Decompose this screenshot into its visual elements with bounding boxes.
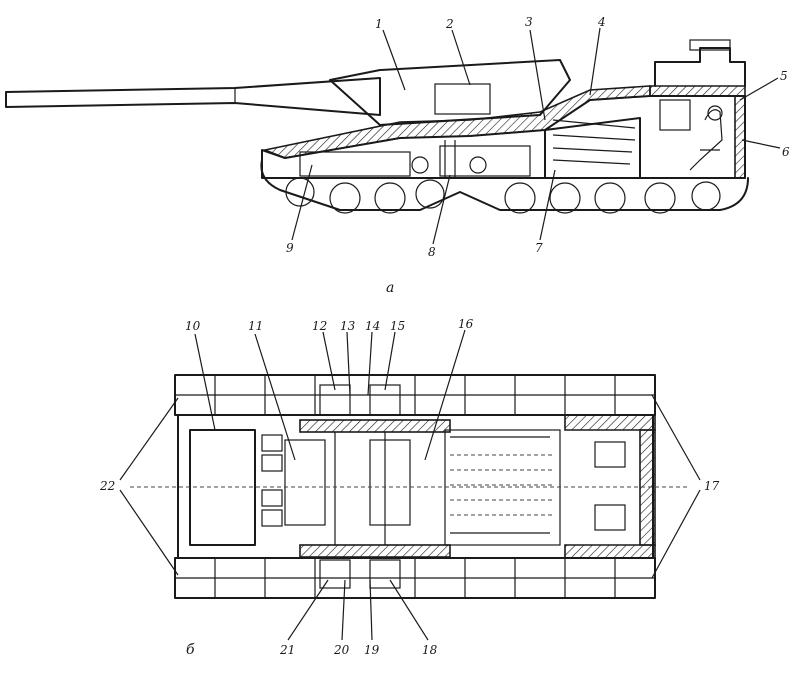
label-2: 2 <box>445 17 454 31</box>
label-16: 16 <box>458 317 474 331</box>
label-15: 15 <box>390 319 405 333</box>
side-track <box>260 159 749 211</box>
label-17: 17 <box>704 479 720 493</box>
gun-barrel <box>5 77 381 116</box>
top-view: 10 11 12 13 14 15 16 17 22 21 20 19 18 б <box>99 317 720 658</box>
caption-a: а <box>386 280 394 296</box>
label-13: 13 <box>340 319 356 333</box>
label-5: 5 <box>780 69 788 83</box>
label-6: 6 <box>782 145 790 159</box>
label-14: 14 <box>365 319 380 333</box>
ammunition-rack <box>544 117 641 179</box>
gun-mantlet <box>329 59 571 126</box>
top-leader-lines <box>119 329 701 641</box>
upper-track <box>174 374 656 416</box>
breech-block <box>434 83 491 115</box>
label-4: 4 <box>597 15 606 29</box>
crew-seat-1 <box>594 441 626 468</box>
label-9: 9 <box>286 241 294 255</box>
lower-track <box>174 557 656 599</box>
label-10: 10 <box>185 319 201 333</box>
drive-units <box>299 384 451 589</box>
road-wheels <box>285 177 721 214</box>
caption-b: б <box>186 642 195 658</box>
label-11: 11 <box>248 319 263 333</box>
crew-compartment <box>649 85 746 179</box>
label-19: 19 <box>364 643 380 657</box>
side-view: 1 2 3 4 5 6 7 8 9 а <box>5 15 790 296</box>
label-12: 12 <box>312 319 327 333</box>
side-leader-lines <box>291 27 781 245</box>
label-8: 8 <box>428 245 436 259</box>
label-3: 3 <box>525 15 533 29</box>
label-21: 21 <box>279 643 295 657</box>
engine-components <box>261 434 411 527</box>
commander-sight <box>654 47 746 87</box>
label-20: 20 <box>333 643 350 657</box>
label-22: 22 <box>99 479 115 493</box>
upper-hull-armor <box>262 85 651 159</box>
crew-seat-2 <box>594 504 626 531</box>
label-1: 1 <box>375 17 383 31</box>
label-18: 18 <box>422 643 438 657</box>
label-7: 7 <box>535 241 543 255</box>
engine-block-1 <box>299 151 411 177</box>
engine-block-2 <box>439 145 531 177</box>
